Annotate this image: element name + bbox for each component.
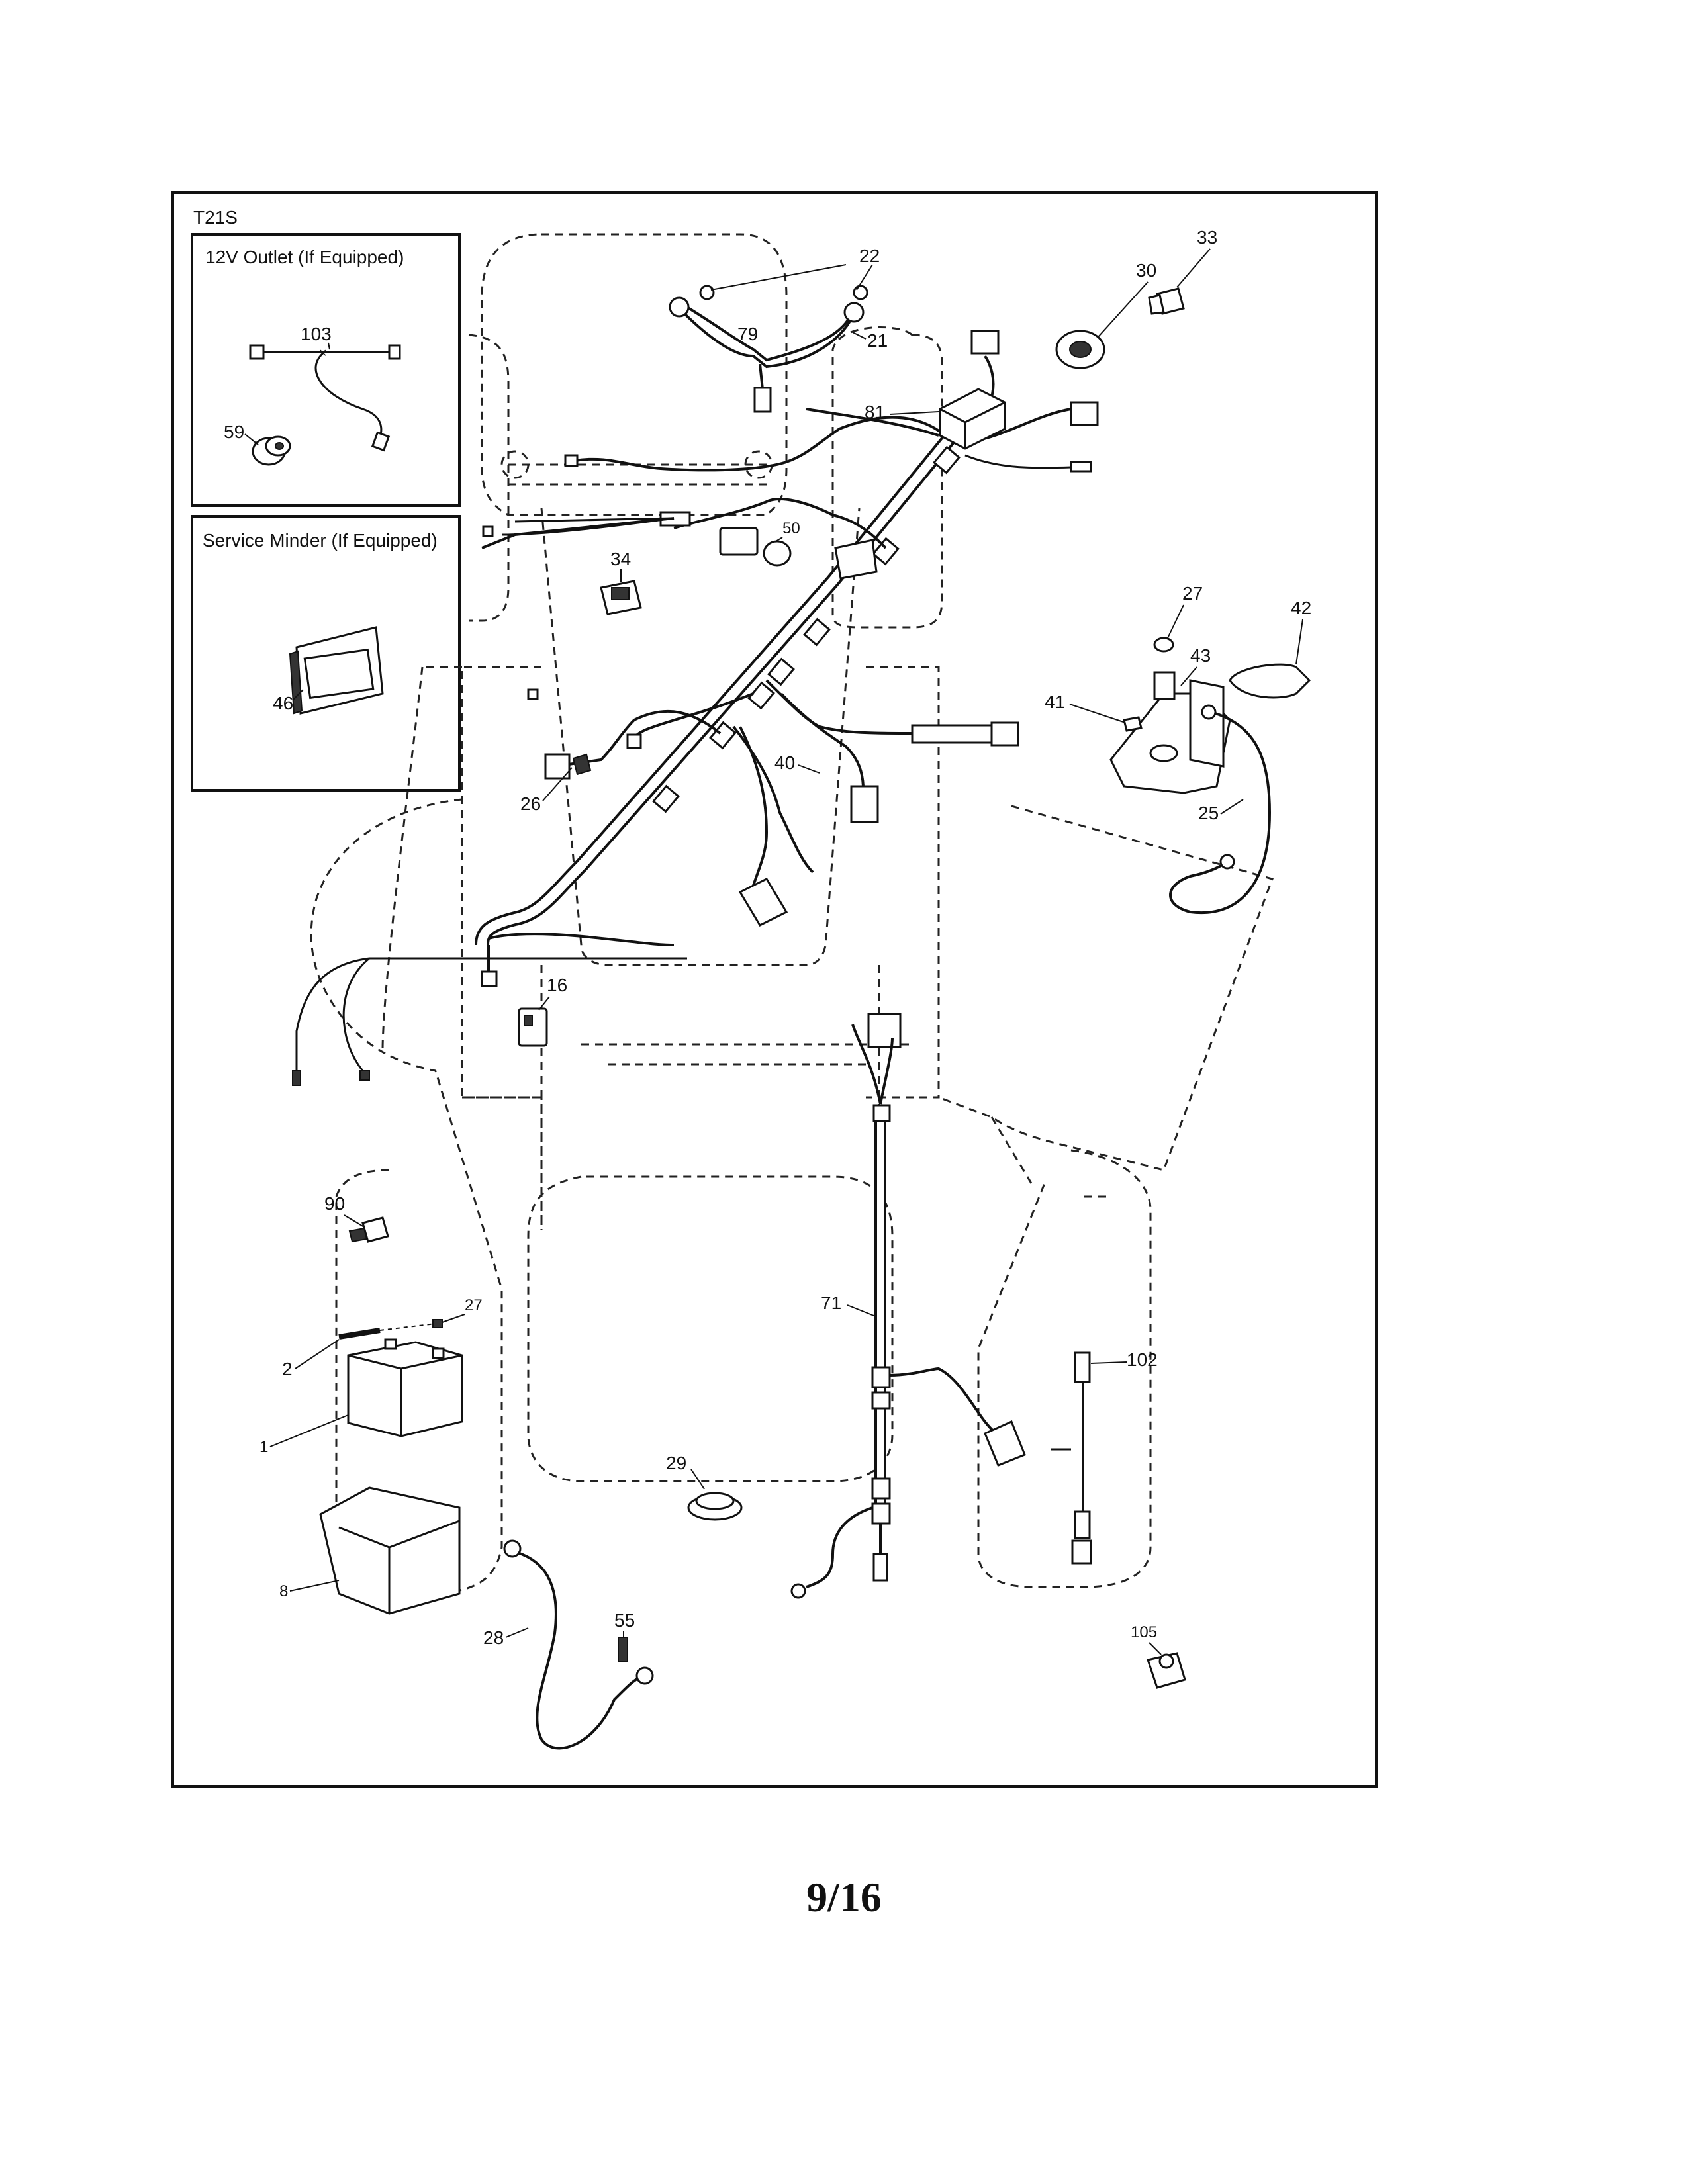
inset-service-minder: Service Minder (If Equipped) 46 — [191, 515, 461, 792]
ground-cable-28 — [503, 1539, 654, 1750]
callout-34: 34 — [610, 549, 631, 569]
callout-41: 41 — [1045, 692, 1065, 712]
wiring-diagram: T21S 12V Outlet (If Equipped) × 103 59 S… — [191, 207, 1311, 1750]
callout-21: 21 — [867, 330, 888, 351]
outlet-socket-59 — [252, 435, 291, 466]
callout-30: 30 — [1136, 260, 1156, 281]
callout-27b: 27 — [465, 1297, 483, 1314]
callout-79: 79 — [737, 324, 758, 344]
battery-1 — [347, 1338, 463, 1437]
callout-103: 103 — [301, 324, 332, 344]
service-minder-46 — [289, 626, 384, 715]
callout-43: 43 — [1190, 645, 1211, 666]
callout-25: 25 — [1198, 803, 1219, 823]
diagram-code: T21S — [193, 207, 238, 228]
connector-16 — [518, 1007, 548, 1047]
terminal-hardware — [338, 1319, 443, 1340]
inset-12v-outlet-title: 12V Outlet (If Equipped) — [205, 247, 404, 267]
callout-28: 28 — [483, 1627, 504, 1648]
battery-tray-8 — [319, 1486, 461, 1615]
relay-81 — [939, 388, 1006, 450]
callout-59: 59 — [224, 422, 244, 442]
ignition-switch-30 — [1055, 330, 1105, 369]
battery-cable-25 — [1169, 704, 1272, 915]
headlight-harness — [669, 264, 873, 413]
callout-71: 71 — [821, 1293, 841, 1313]
page-number: 9/16 — [806, 1874, 882, 1921]
outlet-harness-103: × — [249, 344, 401, 452]
callout-26: 26 — [520, 794, 541, 814]
callout-40: 40 — [774, 752, 795, 773]
callout-46: 46 — [273, 693, 293, 713]
terminal-boot-42 — [1229, 663, 1311, 699]
diagram-frame — [171, 191, 1378, 1788]
switch-105 — [1147, 1652, 1186, 1689]
key-33 — [1148, 287, 1185, 315]
callout-105: 105 — [1131, 1623, 1157, 1641]
callout-90: 90 — [324, 1193, 345, 1214]
callout-81: 81 — [865, 402, 885, 422]
svg-text:×: × — [319, 346, 327, 361]
callout-102: 102 — [1127, 1349, 1158, 1370]
inset-service-minder-title: Service Minder (If Equipped) — [203, 530, 438, 551]
callout-8: 8 — [279, 1582, 288, 1600]
callout-1: 1 — [259, 1438, 268, 1456]
callout-2: 2 — [282, 1359, 293, 1379]
callout-42: 42 — [1291, 598, 1311, 618]
pto-switch-50 — [719, 527, 878, 580]
switch-harness-102 — [1051, 1351, 1092, 1565]
callout-55: 55 — [614, 1610, 635, 1631]
callout-33: 33 — [1197, 227, 1217, 248]
solenoid-assembly — [1109, 637, 1231, 794]
component-90 — [348, 1216, 389, 1243]
callout-22: 22 — [859, 246, 880, 266]
bolt-55 — [618, 1637, 628, 1662]
rear-harness-71 — [790, 1013, 1026, 1599]
fuse-26 — [572, 753, 592, 776]
callout-50: 50 — [782, 520, 800, 537]
callout-16: 16 — [547, 975, 567, 995]
callout-29: 29 — [666, 1453, 686, 1473]
light-switch-34 — [600, 580, 642, 615]
grommet-29 — [687, 1492, 743, 1521]
callout-27a: 27 — [1182, 583, 1203, 604]
inset-12v-outlet: 12V Outlet (If Equipped) × 103 59 — [191, 233, 461, 507]
